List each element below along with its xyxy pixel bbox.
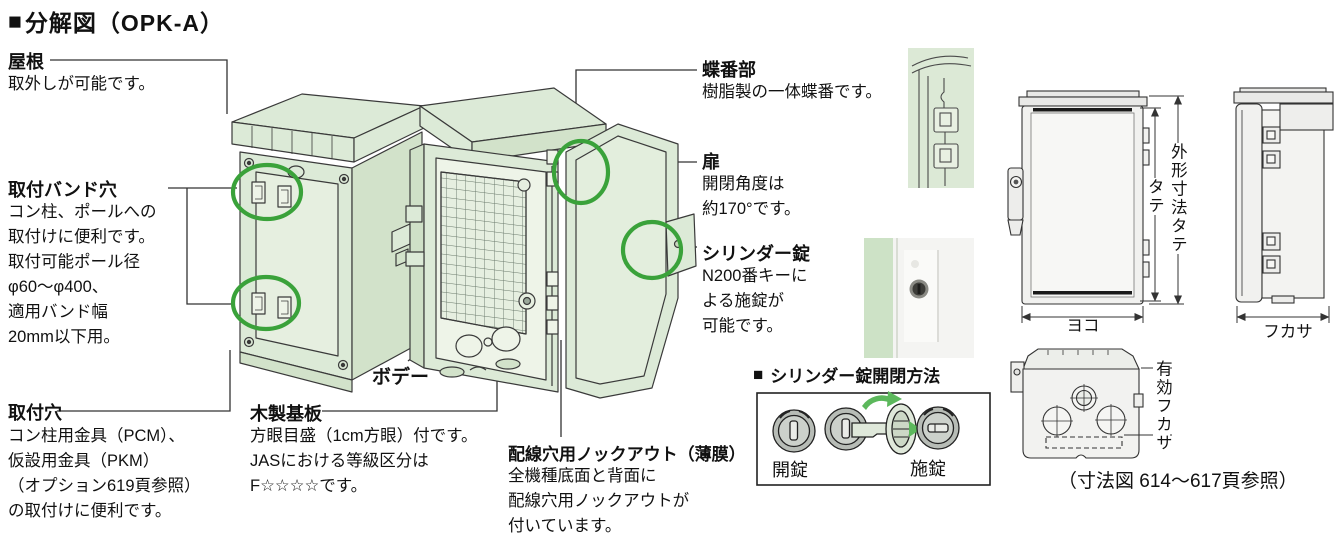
dim-side-view bbox=[1233, 87, 1334, 323]
dim-front-view bbox=[1007, 90, 1184, 323]
highlight-hinge bbox=[551, 138, 611, 206]
unlock-dial-icon bbox=[772, 409, 816, 453]
label-mount-holes: 取付穴 bbox=[8, 403, 62, 423]
leader-roof bbox=[50, 59, 228, 114]
lock-dial-icon bbox=[916, 406, 960, 450]
highlight-band-hole-lower bbox=[230, 274, 302, 332]
drawing-rear-view bbox=[230, 93, 425, 393]
key-in-dial-icon bbox=[824, 403, 917, 455]
page-title: ■分解図（OPK-A） bbox=[8, 4, 224, 38]
dim-bottom-view bbox=[1010, 348, 1172, 459]
lock-method-header: ■ シリンダー錠開閉方法 bbox=[753, 362, 940, 387]
highlight-band-hole-upper bbox=[230, 162, 304, 222]
lock-photo-image bbox=[864, 238, 974, 358]
lock-method-diagram bbox=[756, 391, 991, 486]
label-hinge: 蝶番部 bbox=[702, 60, 756, 80]
label-door: 扉 bbox=[702, 152, 720, 172]
drawing-open-view bbox=[405, 87, 697, 399]
desc-band-holes: コン柱、ポールへの 取付けに便利です。 取付可能ポール径 φ60～φ400、 適… bbox=[8, 203, 157, 346]
desc-door: 開閉角度は 約170°です。 bbox=[702, 175, 801, 218]
label-lock: 施錠 bbox=[910, 459, 946, 479]
label-wood-board: 木製基板 bbox=[250, 404, 322, 424]
leader-band-hole-lower bbox=[186, 188, 234, 305]
section-square-icon: ■ bbox=[753, 364, 764, 384]
label-roof: 屋根 bbox=[8, 52, 44, 72]
desc-wood-board: 方眼目盛（1cm方眼）付です。 JASにおける等級区分は F☆☆☆☆です。 bbox=[250, 427, 478, 495]
title-square-icon: ■ bbox=[8, 7, 23, 34]
wood-board-grid bbox=[440, 171, 527, 335]
label-unlock: 開錠 bbox=[772, 460, 808, 480]
label-body: ボデー bbox=[372, 367, 430, 388]
dim-label-tate: タテ bbox=[1145, 178, 1164, 215]
desc-mount-holes: コン柱用金具（PCM）、 仮設用金具（PKM） （オプション619頁参照） の取… bbox=[8, 427, 201, 520]
lock-method-title: シリンダー錠開閉方法 bbox=[770, 367, 941, 386]
desc-roof: 取外しが可能です。 bbox=[8, 75, 155, 93]
dim-label-effective-fukasa: 有効フカサ bbox=[1153, 360, 1172, 453]
highlight-lock bbox=[620, 219, 684, 281]
desc-cylinder-lock: N200番キーに よる施錠が 可能です。 bbox=[702, 267, 808, 335]
rotate-arrow-icon bbox=[862, 391, 902, 410]
desc-hinge: 樹脂製の一体蝶番です。 bbox=[702, 83, 882, 101]
label-band-holes: 取付バンド穴 bbox=[8, 180, 117, 200]
dim-label-fukasa: フカサ bbox=[1263, 323, 1313, 341]
hinge-detail-image bbox=[908, 48, 974, 188]
dim-label-outer-tate: 外形寸法タテ bbox=[1168, 143, 1187, 254]
dim-label-yoko: ヨコ bbox=[1066, 317, 1100, 335]
pointer-arrow-icon bbox=[909, 421, 921, 437]
label-cylinder-lock: シリンダー錠 bbox=[702, 244, 810, 264]
leader-mount-hole bbox=[57, 350, 231, 412]
page-title-text: 分解図（OPK-A） bbox=[24, 10, 225, 36]
desc-knockout: 全機種底面と背面に 配線穴用ノックアウトが 付いています。 bbox=[508, 467, 690, 535]
label-knockout: 配線穴用ノックアウト（薄膜） bbox=[508, 445, 746, 464]
dim-caption: （寸法図 614～617頁参照） bbox=[1058, 471, 1298, 492]
